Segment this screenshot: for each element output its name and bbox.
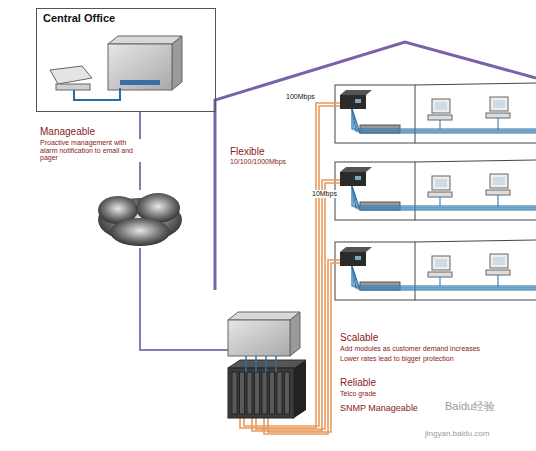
feature-heading: Flexible: [230, 146, 264, 157]
office-box: Central Office: [36, 8, 216, 112]
watermark: jingyan.baidu.com: [425, 430, 489, 439]
floor: [335, 160, 536, 220]
building-outline: [215, 42, 536, 290]
feature-heading: SNMP Manageable: [340, 404, 418, 414]
fiber-cable: [252, 180, 340, 431]
feature-note: Lower rates lead to bigger protection: [340, 355, 530, 363]
cloud-symbol: [98, 193, 182, 246]
floor-group: [335, 83, 536, 300]
lan-cable: [74, 88, 120, 100]
feature-note: 10/100/1000Mbps: [230, 158, 286, 166]
speed-label: 100Mbps: [286, 93, 315, 101]
office-switch: [108, 36, 182, 90]
floor: [335, 240, 536, 300]
floor: [335, 83, 536, 143]
watermark: Baidu经验: [445, 400, 495, 412]
speed-label: 10Mbps: [312, 190, 337, 198]
management-pc: [50, 66, 92, 90]
feature-note: Add modules as customer demand increases: [340, 345, 530, 353]
media-converter-chassis: [228, 360, 306, 418]
wan-line: [140, 248, 228, 350]
feature-note: Telco grade: [340, 390, 376, 398]
feature-heading: Manageable: [40, 126, 95, 137]
feature-heading: Scalable: [340, 332, 378, 343]
feature-note: Proactive management with alarm notifica…: [40, 139, 144, 162]
core-switch: [228, 312, 300, 356]
feature-heading: Reliable: [340, 377, 376, 388]
box-title: Central Office: [37, 9, 215, 27]
